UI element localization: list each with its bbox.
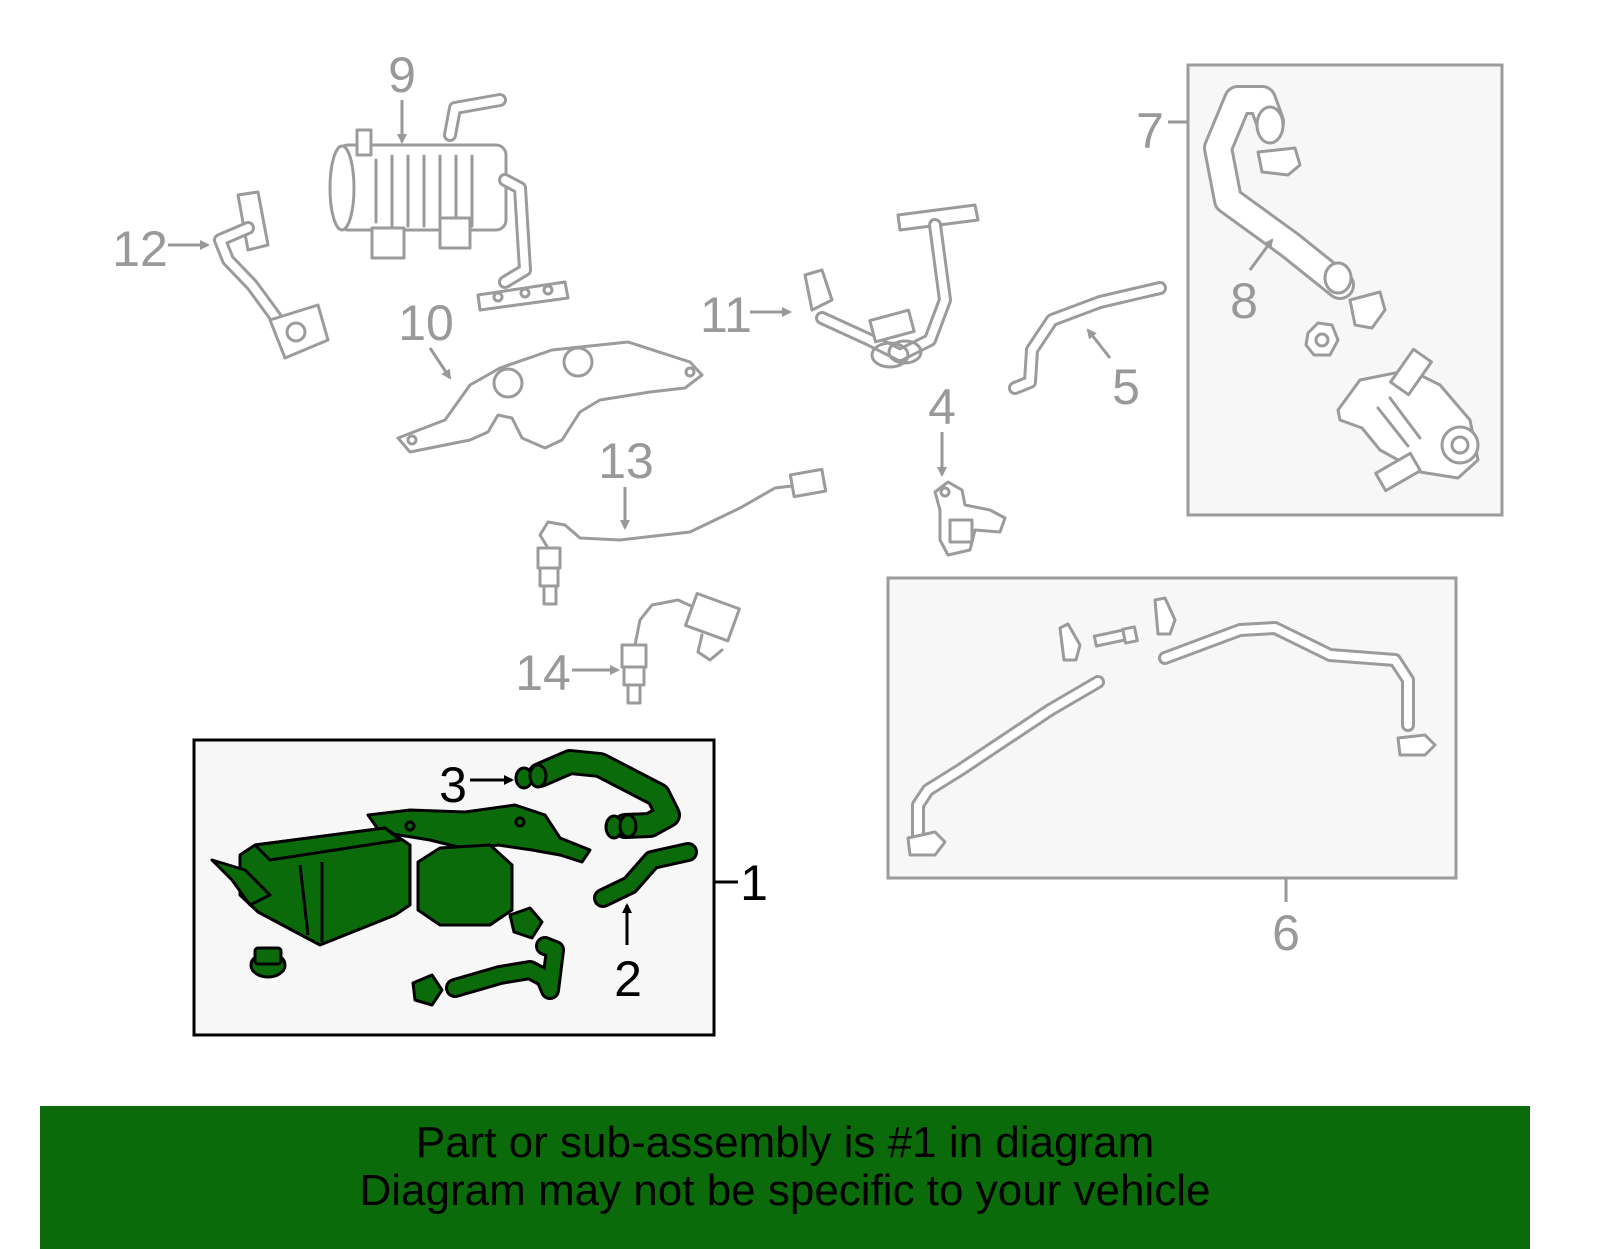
callout-13: 13 (598, 433, 654, 489)
callout-11: 11 (700, 287, 752, 343)
panel-6-assembly (886, 576, 1458, 880)
leader-lines (168, 100, 1288, 945)
callout-5: 5 (1112, 359, 1140, 415)
callout-2: 2 (614, 951, 642, 1007)
part-4-valve (933, 480, 1007, 557)
part-14-oxygen-sensor (620, 592, 741, 705)
part-11-egr-pipe (803, 203, 980, 369)
callout-10: 10 (398, 295, 454, 351)
callout-7: 7 (1136, 103, 1164, 159)
callout-14: 14 (515, 645, 571, 701)
part-12-egr-pipe (213, 190, 330, 360)
footer-line-1: Part or sub-assembly is #1 in diagram (415, 1118, 1155, 1167)
callout-4: 4 (928, 379, 956, 435)
part-13-oxygen-sensor (536, 467, 828, 606)
part-5-hose (1008, 281, 1167, 395)
callout-3: 3 (439, 757, 467, 813)
part-9-egr-cooler (328, 93, 570, 312)
callout-12: 12 (112, 221, 168, 277)
footer-banner: Part or sub-assembly is #1 in diagram Di… (40, 1106, 1530, 1249)
callout-8: 8 (1230, 273, 1258, 329)
footer-line-2: Diagram may not be specific to your vehi… (359, 1166, 1211, 1215)
callout-numbers: 9 12 10 11 5 4 13 14 7 8 6 3 2 1 (112, 47, 1300, 1007)
part-10-bracket (396, 340, 704, 454)
panel-1-highlighted-assembly (192, 738, 716, 1037)
leader-8 (1248, 238, 1274, 271)
leader-5 (1086, 328, 1112, 359)
panel-7-assembly (1186, 63, 1504, 517)
callout-9: 9 (388, 47, 416, 103)
leader-10 (428, 347, 452, 380)
callout-6: 6 (1272, 905, 1300, 961)
callout-1: 1 (740, 855, 768, 911)
